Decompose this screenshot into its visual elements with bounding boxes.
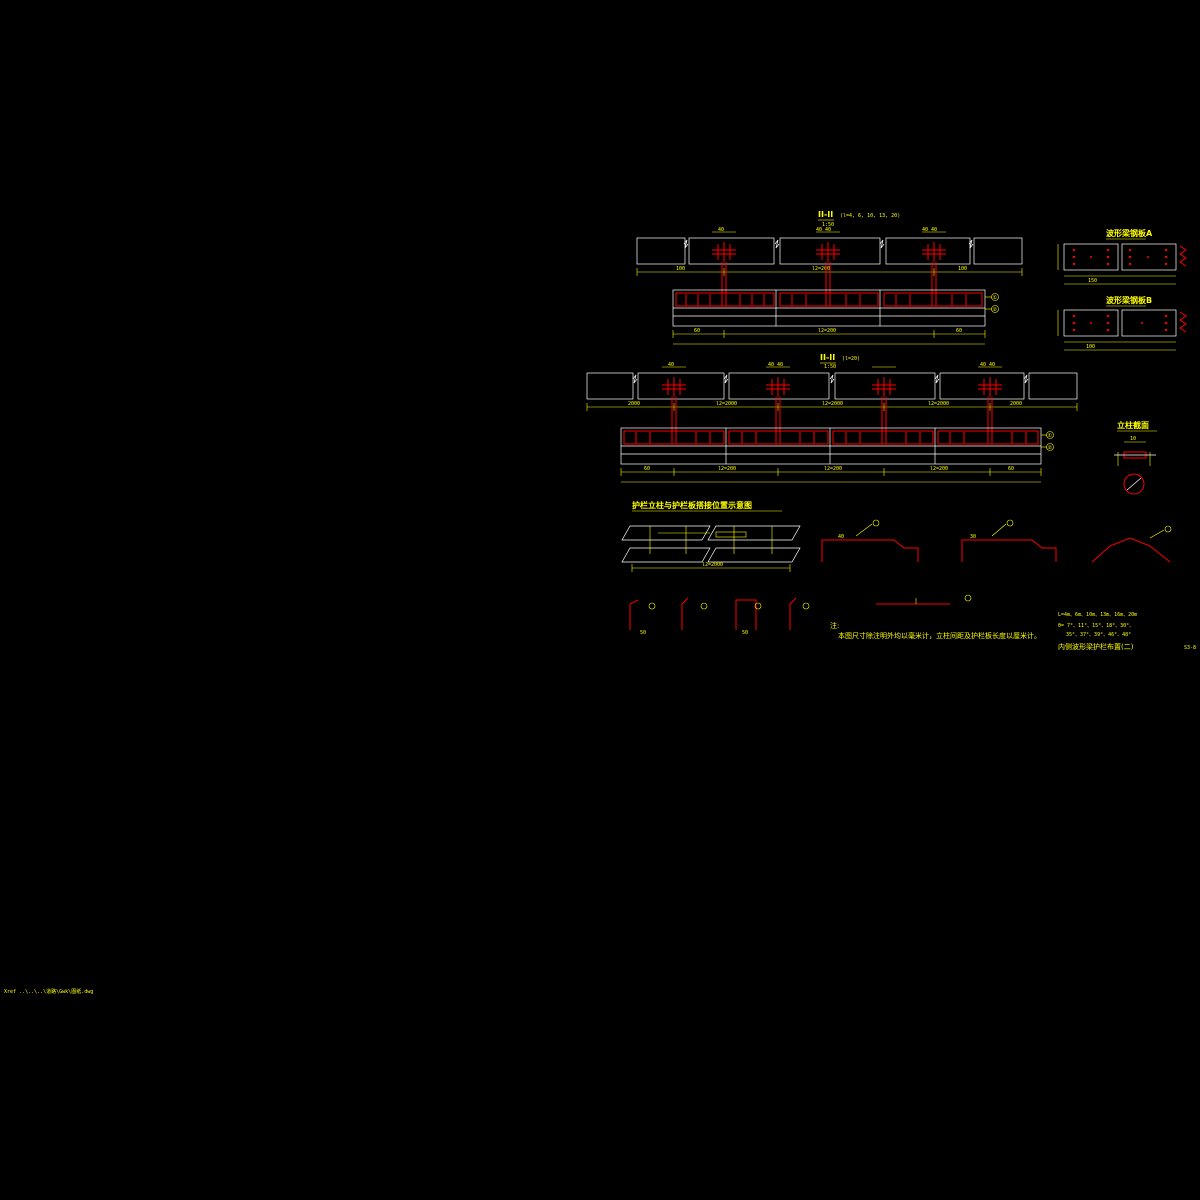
break-symbol [968,239,974,249]
detail-panel-a: 波形梁钢板A 150 [1057,228,1187,285]
formula-line-1: L=4m、6m、10m、13m、16m、20m [1058,612,1137,618]
detail-panel-b: 波形梁钢板B 100 [1057,295,1187,351]
dim-label: l2=200 [718,466,736,472]
dim-label: 30 [970,534,976,540]
pipe-label: 40 40 [816,227,831,233]
section-top-lower-row: ① ② [672,289,999,327]
column-section-detail: 立柱截面 10 [1114,420,1157,495]
dim-label: 100 [676,266,685,272]
xref-path: Xref ..\..\..\道路\Gwk\图纸.dwg [4,988,93,995]
section-top: II-II (l=4, 6, 10, 13, 20) 1:50 [636,210,1023,345]
guardrail-panel [973,237,1023,265]
dim-label: l2=200 [812,266,830,272]
dim-label: 100 [958,266,967,272]
break-symbol [879,239,885,249]
sheet-title: 内侧波形梁护栏布置(二) [1058,642,1134,651]
section-top-title: II-II [818,210,833,219]
sheet-number: S3-8 [1184,645,1196,651]
bent-bar-details: 40 30 50 50 [629,519,1172,636]
callout-circle [1046,443,1054,451]
post-assembly [712,242,736,262]
dimension-line-top-lower: 60 l2=200 60 [672,328,986,345]
dim-label: 10 [1130,436,1136,442]
callout-circle [991,305,999,313]
dim-label: l2=2000 [822,401,843,407]
section-top-upper-row: 40 40 40 40 40 [636,227,1023,265]
guardrail-panel [688,237,775,265]
dim-label: 60 [694,328,700,334]
post-assembly [662,377,686,397]
post-assembly [922,242,946,262]
pipe-label: 40 [668,362,674,368]
dimension-line-mid: 2000 l2=2000 l2=2000 l2=2000 2000 [586,401,1078,411]
title-block: 内侧波形梁护栏布置(二) S3-8 [1058,642,1196,651]
formula-line-2: θ= 7°、11°、15°、18°、30°、 [1058,623,1134,629]
plan-title: 护栏立柱与护栏板搭接位置示意图 [632,500,752,510]
formula-line-3: 35°、37°、39°、46°、48° [1066,632,1131,638]
dimension-line-mid-lower: 60 l2=200 l2=200 l2=200 60 [620,466,1042,483]
plan-overlap-diagram: 护栏立柱与护栏板搭接位置示意图 l2=2000 [621,500,801,572]
pipe-label: 40 40 [980,362,995,368]
guardrail-panel [885,237,971,265]
section-mid-upper-row: 40 40 40 40 40 [586,362,1078,400]
guardrail-panel [636,237,686,265]
formula-block: L=4m、6m、10m、13m、16m、20m θ= 7°、11°、15°、18… [1058,612,1137,638]
dim-label: l2=200 [818,328,836,334]
detail-a-title: 波形梁钢板A [1106,228,1153,238]
post-assembly [816,242,840,262]
post-assembly [872,377,896,397]
dim-label: 2000 [1010,401,1022,407]
note-text: 本图尺寸除注明外均以毫米计，立柱间距及护栏板长度以厘米计。 [838,631,1041,640]
post-assembly [978,377,1002,397]
section-mid-lower-row: ① ② [620,427,1054,465]
dim-label: 40 [838,534,844,540]
section-mid-scale: 1:50 [824,364,836,370]
dim-label: l2=2000 [716,401,737,407]
section-mid: II-II (l=20) 1:50 [586,353,1078,483]
dim-label: 60 [1008,466,1014,472]
section-top-scale: 1:50 [822,222,834,228]
notes-block: 注: 本图尺寸除注明外均以毫米计，立柱间距及护栏板长度以厘米计。 [830,621,1041,640]
section-mid-note: (l=20) [842,356,860,362]
dim-label: l2=200 [824,466,842,472]
callout-circle [1046,431,1054,439]
callout-circle [991,293,999,301]
callout-label: ② [993,307,998,313]
detail-b-title: 波形梁钢板B [1106,295,1152,305]
section-mid-title: II-II [820,353,835,362]
pipe-label: 40 40 [768,362,783,368]
dim-label: 60 [644,466,650,472]
post-assembly [766,377,790,397]
section-top-note: (l=4, 6, 10, 13, 20) [840,213,900,219]
pipe-label: 40 [718,227,724,233]
break-symbol [774,239,780,249]
column-title: 立柱截面 [1117,420,1149,430]
guardrail-panel [779,237,881,265]
callout-label: ① [993,295,998,301]
dim-label: 60 [956,328,962,334]
pipe-label: 40 40 [922,227,937,233]
dim-label: l2=200 [930,466,948,472]
note-label: 注: [830,621,839,630]
dim-label: 2000 [628,401,640,407]
dim-label: 50 [640,630,646,636]
callout-label: ① [1048,433,1053,439]
callout-label: ② [1048,445,1053,451]
plan-dim: l2=2000 [702,562,723,568]
dim-label: 50 [742,630,748,636]
break-symbol [683,239,689,249]
dim-label: 100 [1086,344,1095,350]
dim-label: 150 [1088,278,1097,284]
dim-label: l2=2000 [928,401,949,407]
